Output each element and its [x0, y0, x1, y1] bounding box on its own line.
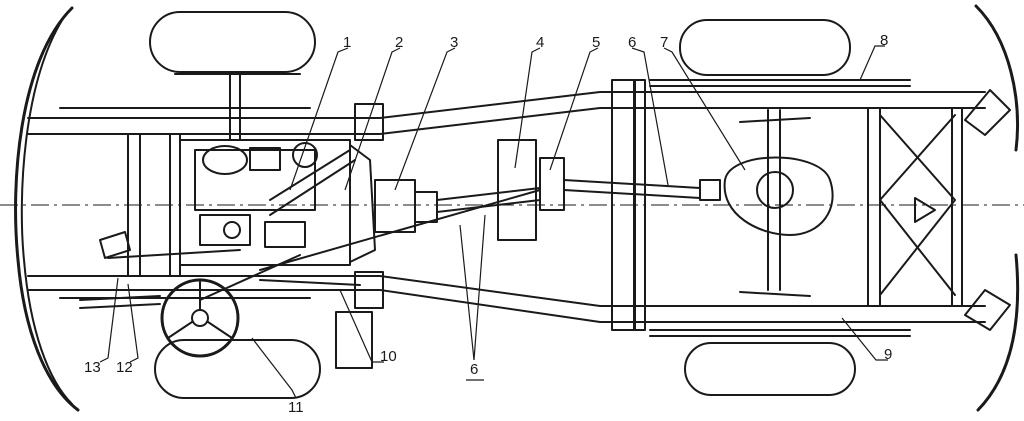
callout-4: 4: [536, 34, 544, 51]
steering-wheel-spokes: [167, 281, 233, 339]
leader-5: [549, 47, 599, 171]
propeller-shaft-rear-2: [563, 189, 701, 199]
carburetor: [249, 147, 281, 171]
leader-8: [859, 45, 885, 81]
leader-7: [663, 47, 746, 171]
frame-rail-lower-inner: [27, 275, 986, 307]
steering-wheel: [160, 278, 240, 358]
rear-bumper-bracket-lower: [964, 289, 1011, 331]
oil-filter: [292, 142, 318, 168]
leader-11: [251, 337, 297, 399]
callout-10: 10: [380, 348, 397, 365]
callout-9: 9: [884, 346, 892, 363]
differential: [723, 156, 834, 236]
callout-12: 12: [116, 359, 133, 376]
leader-6a: [631, 47, 669, 186]
front-bumper-inner: [20, 13, 73, 405]
frame-bracket-rear: [354, 271, 384, 309]
propeller-shaft-rear: [563, 179, 701, 189]
front-axle: [229, 71, 241, 141]
callout-7: 7: [660, 34, 668, 51]
leader-13: [99, 277, 119, 363]
callout-1: 1: [343, 34, 351, 51]
wheel-front-left: [149, 11, 316, 73]
battery-box: [335, 311, 373, 369]
frame-bracket-front: [354, 103, 384, 141]
differential-cover: [756, 171, 794, 209]
leader-3: [394, 47, 456, 191]
exhaust-pipe: [259, 279, 361, 286]
steering-column: [199, 254, 301, 301]
clutch-housing: [349, 144, 376, 263]
callout-13: 13: [84, 359, 101, 376]
intermediate-support: [497, 139, 537, 241]
callout-6b: 6: [470, 361, 478, 378]
callout-6a: 6: [628, 34, 636, 51]
rear-universal-joint: [699, 179, 721, 201]
rear-spring-lower: [649, 329, 911, 337]
rear-bumper-upper: [974, 4, 1019, 152]
leader-12: [127, 283, 139, 363]
axle-spring-seat-lower: [739, 291, 811, 297]
leader-1: [289, 47, 349, 191]
rear-cross-member: [867, 107, 881, 307]
rear-spring-upper: [649, 79, 911, 87]
callout-2: 2: [395, 34, 403, 51]
callout-3: 3: [450, 34, 458, 51]
steering-wheel-hub: [191, 309, 209, 327]
leader-2: [344, 47, 401, 191]
callout-8: 8: [880, 32, 888, 49]
generator: [199, 214, 251, 246]
propeller-shaft-front-2: [436, 199, 541, 213]
control-rods: [269, 149, 356, 216]
steering-box: [99, 231, 131, 259]
wheel-rear-right: [684, 342, 856, 396]
leader-6b-b: [473, 214, 486, 361]
propeller-shaft-front: [436, 187, 541, 201]
leader-6b-a: [459, 224, 475, 361]
wheel-rear-left: [679, 19, 851, 76]
callout-5: 5: [592, 34, 600, 51]
brake-cable: [259, 189, 541, 271]
leader-4: [514, 47, 541, 169]
rear-bumper-lower: [976, 253, 1020, 412]
callout-11: 11: [288, 399, 304, 416]
frame-rail-upper-outer: [27, 91, 986, 119]
rear-axle-housing: [767, 109, 781, 291]
steering-drag-link: [107, 249, 241, 259]
frame-rail-lower-outer: [27, 289, 986, 323]
front-bumper: [14, 6, 80, 412]
starter: [264, 221, 306, 248]
frame-rail-upper-inner: [27, 107, 986, 135]
gearbox-rear: [414, 191, 438, 223]
rear-end-cross-member: [951, 107, 963, 307]
axle-spring-seat-upper: [739, 117, 811, 123]
wheel-front-right: [154, 339, 321, 399]
rear-bumper-bracket-upper: [964, 89, 1011, 136]
rear-x-brace: [879, 114, 956, 296]
engine-head: [194, 149, 316, 211]
center-bearing: [539, 157, 565, 211]
gearbox: [374, 179, 416, 233]
air-filter: [202, 145, 248, 175]
pedal-linkage: [79, 295, 161, 309]
tow-hook: [914, 197, 936, 223]
leader-10: [339, 289, 384, 363]
leader-9: [841, 317, 888, 361]
distributor: [223, 221, 241, 239]
